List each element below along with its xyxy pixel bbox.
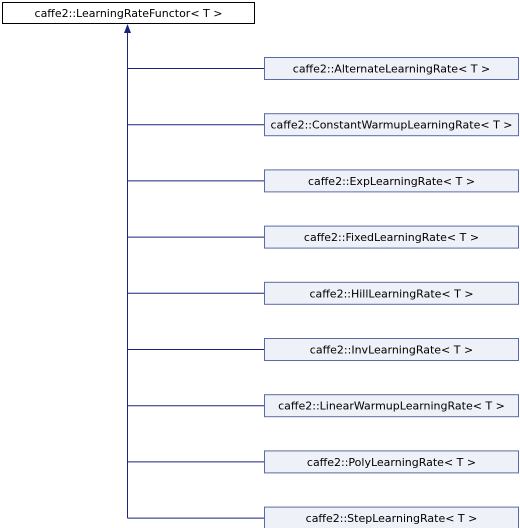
derived-class-box (264, 506, 519, 528)
derived-class-box (264, 394, 519, 418)
derived-class-box (264, 169, 519, 193)
derived-class-label: caffe2::HillLearningRate< T > (309, 287, 473, 300)
derived-class-label: caffe2::LinearWarmupLearningRate< T > (278, 400, 505, 413)
derived-class-node[interactable]: caffe2::FixedLearningRate< T > (264, 225, 519, 249)
derived-class-box (264, 338, 519, 361)
derived-class-box (264, 113, 519, 137)
inheritance-arrowhead (124, 24, 131, 33)
derived-class-node[interactable]: caffe2::AlternateLearningRate< T > (264, 57, 519, 80)
derived-class-node[interactable]: caffe2::StepLearningRate< T > (264, 506, 519, 528)
base-class-node[interactable]: caffe2::LearningRateFunctor< T > (2, 2, 255, 24)
derived-class-node[interactable]: caffe2::InvLearningRate< T > (264, 338, 519, 361)
derived-class-label: caffe2::ExpLearningRate< T > (308, 175, 475, 188)
inheritance-edges (124, 24, 265, 519)
derived-classes: caffe2::AlternateLearningRate< T >caffe2… (264, 57, 519, 528)
derived-class-box (264, 57, 519, 80)
derived-class-label: caffe2::PolyLearningRate< T > (307, 456, 476, 469)
derived-class-label: caffe2::ConstantWarmupLearningRate< T > (270, 119, 512, 132)
derived-class-box (264, 450, 519, 474)
derived-class-node[interactable]: caffe2::HillLearningRate< T > (264, 281, 519, 305)
derived-class-label: caffe2::InvLearningRate< T > (310, 344, 473, 357)
base-class-box (2, 2, 255, 24)
derived-class-box (264, 225, 519, 249)
derived-class-node[interactable]: caffe2::ExpLearningRate< T > (264, 169, 519, 193)
derived-class-label: caffe2::StepLearningRate< T > (306, 512, 478, 525)
derived-class-label: caffe2::AlternateLearningRate< T > (293, 63, 490, 76)
derived-class-label: caffe2::FixedLearningRate< T > (304, 231, 479, 244)
derived-class-node[interactable]: caffe2::PolyLearningRate< T > (264, 450, 519, 474)
base-class-label: caffe2::LearningRateFunctor< T > (35, 7, 223, 20)
derived-class-node[interactable]: caffe2::LinearWarmupLearningRate< T > (264, 394, 519, 418)
derived-class-box (264, 281, 519, 305)
derived-class-node[interactable]: caffe2::ConstantWarmupLearningRate< T > (264, 113, 519, 137)
